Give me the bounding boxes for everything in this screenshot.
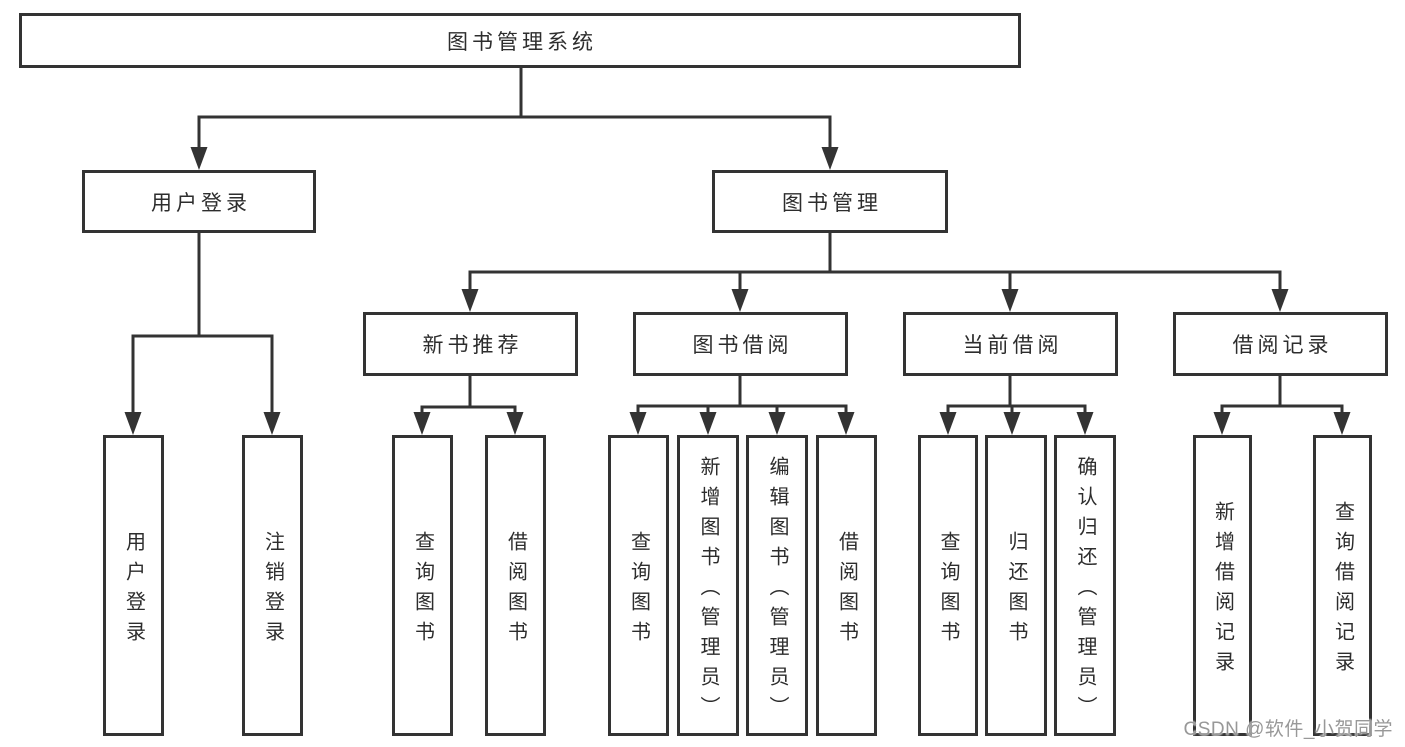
arrowhead xyxy=(190,147,208,170)
arrowhead xyxy=(939,412,957,435)
node-logout: 注销登录 xyxy=(242,435,303,736)
arrowhead xyxy=(413,412,431,435)
tree-connector-path xyxy=(131,68,1344,416)
arrowhead xyxy=(124,412,142,435)
node-new-book-recommendation: 新书推荐 xyxy=(363,312,578,376)
arrowheads xyxy=(124,147,1351,435)
node-add-borrowing-record: 新增借阅记录 xyxy=(1193,435,1252,736)
node-borrowing-records: 借阅记录 xyxy=(1173,312,1388,376)
arrowhead xyxy=(1003,412,1021,435)
node-label: 借阅图书 xyxy=(504,530,527,651)
node-label: 归还图书 xyxy=(1005,530,1027,651)
node-book-management: 图书管理 xyxy=(712,170,948,233)
node-query-books-2: 查询图书 xyxy=(608,435,669,736)
node-label: 查询图书 xyxy=(937,530,959,651)
node-label: 当前借阅 xyxy=(962,334,1063,357)
arrowhead xyxy=(506,412,524,435)
arrowhead xyxy=(1213,412,1231,435)
node-label: 查询图书 xyxy=(411,530,434,651)
node-confirm-return-admin: 确认归还（管理员） xyxy=(1054,435,1116,736)
node-query-books-1: 查询图书 xyxy=(392,435,453,736)
node-user-login-action: 用户登录 xyxy=(103,435,164,736)
arrowhead xyxy=(731,289,749,312)
arrowhead xyxy=(837,412,855,435)
node-label: 新增借阅记录 xyxy=(1211,500,1234,681)
node-borrow-books-1: 借阅图书 xyxy=(485,435,546,736)
node-user-login: 用户登录 xyxy=(82,170,316,233)
arrowhead xyxy=(1076,412,1094,435)
node-current-borrowing: 当前借阅 xyxy=(903,312,1118,376)
node-label: 图书管理系统 xyxy=(447,30,597,54)
node-label: 图书管理 xyxy=(782,191,882,215)
node-label: 图书借阅 xyxy=(692,334,793,357)
node-label: 新增图书（管理员） xyxy=(697,455,719,726)
node-return-book: 归还图书 xyxy=(985,435,1047,736)
arrowhead xyxy=(768,412,786,435)
node-book-borrowing: 图书借阅 xyxy=(633,312,848,376)
arrowhead xyxy=(821,147,839,170)
arrowhead xyxy=(1271,289,1289,312)
node-label: 借阅记录 xyxy=(1232,334,1333,357)
node-label: 新书推荐 xyxy=(422,334,523,357)
arrowhead xyxy=(263,412,281,435)
node-query-borrowing-record: 查询借阅记录 xyxy=(1313,435,1372,736)
node-label: 编辑图书（管理员） xyxy=(766,455,788,726)
node-edit-book-admin: 编辑图书（管理员） xyxy=(746,435,808,736)
csdn-watermark: CSDN @软件_小贺同学 xyxy=(1183,719,1393,740)
arrowhead xyxy=(461,289,479,312)
node-label: 注销登录 xyxy=(261,530,284,651)
node-label: 用户登录 xyxy=(122,530,145,651)
node-label: 借阅图书 xyxy=(835,530,858,651)
node-label: 查询图书 xyxy=(627,530,650,651)
node-label: 确认归还（管理员） xyxy=(1074,455,1096,726)
node-borrow-books-2: 借阅图书 xyxy=(816,435,877,736)
node-query-books-3: 查询图书 xyxy=(918,435,978,736)
arrowhead xyxy=(1001,289,1019,312)
node-label: 用户登录 xyxy=(151,191,251,215)
node-add-book-admin: 新增图书（管理员） xyxy=(677,435,739,736)
arrowhead xyxy=(1333,412,1351,435)
node-library-management-system: 图书管理系统 xyxy=(19,13,1021,68)
arrowhead xyxy=(699,412,717,435)
arrowhead xyxy=(629,412,647,435)
node-label: 查询借阅记录 xyxy=(1331,500,1354,681)
